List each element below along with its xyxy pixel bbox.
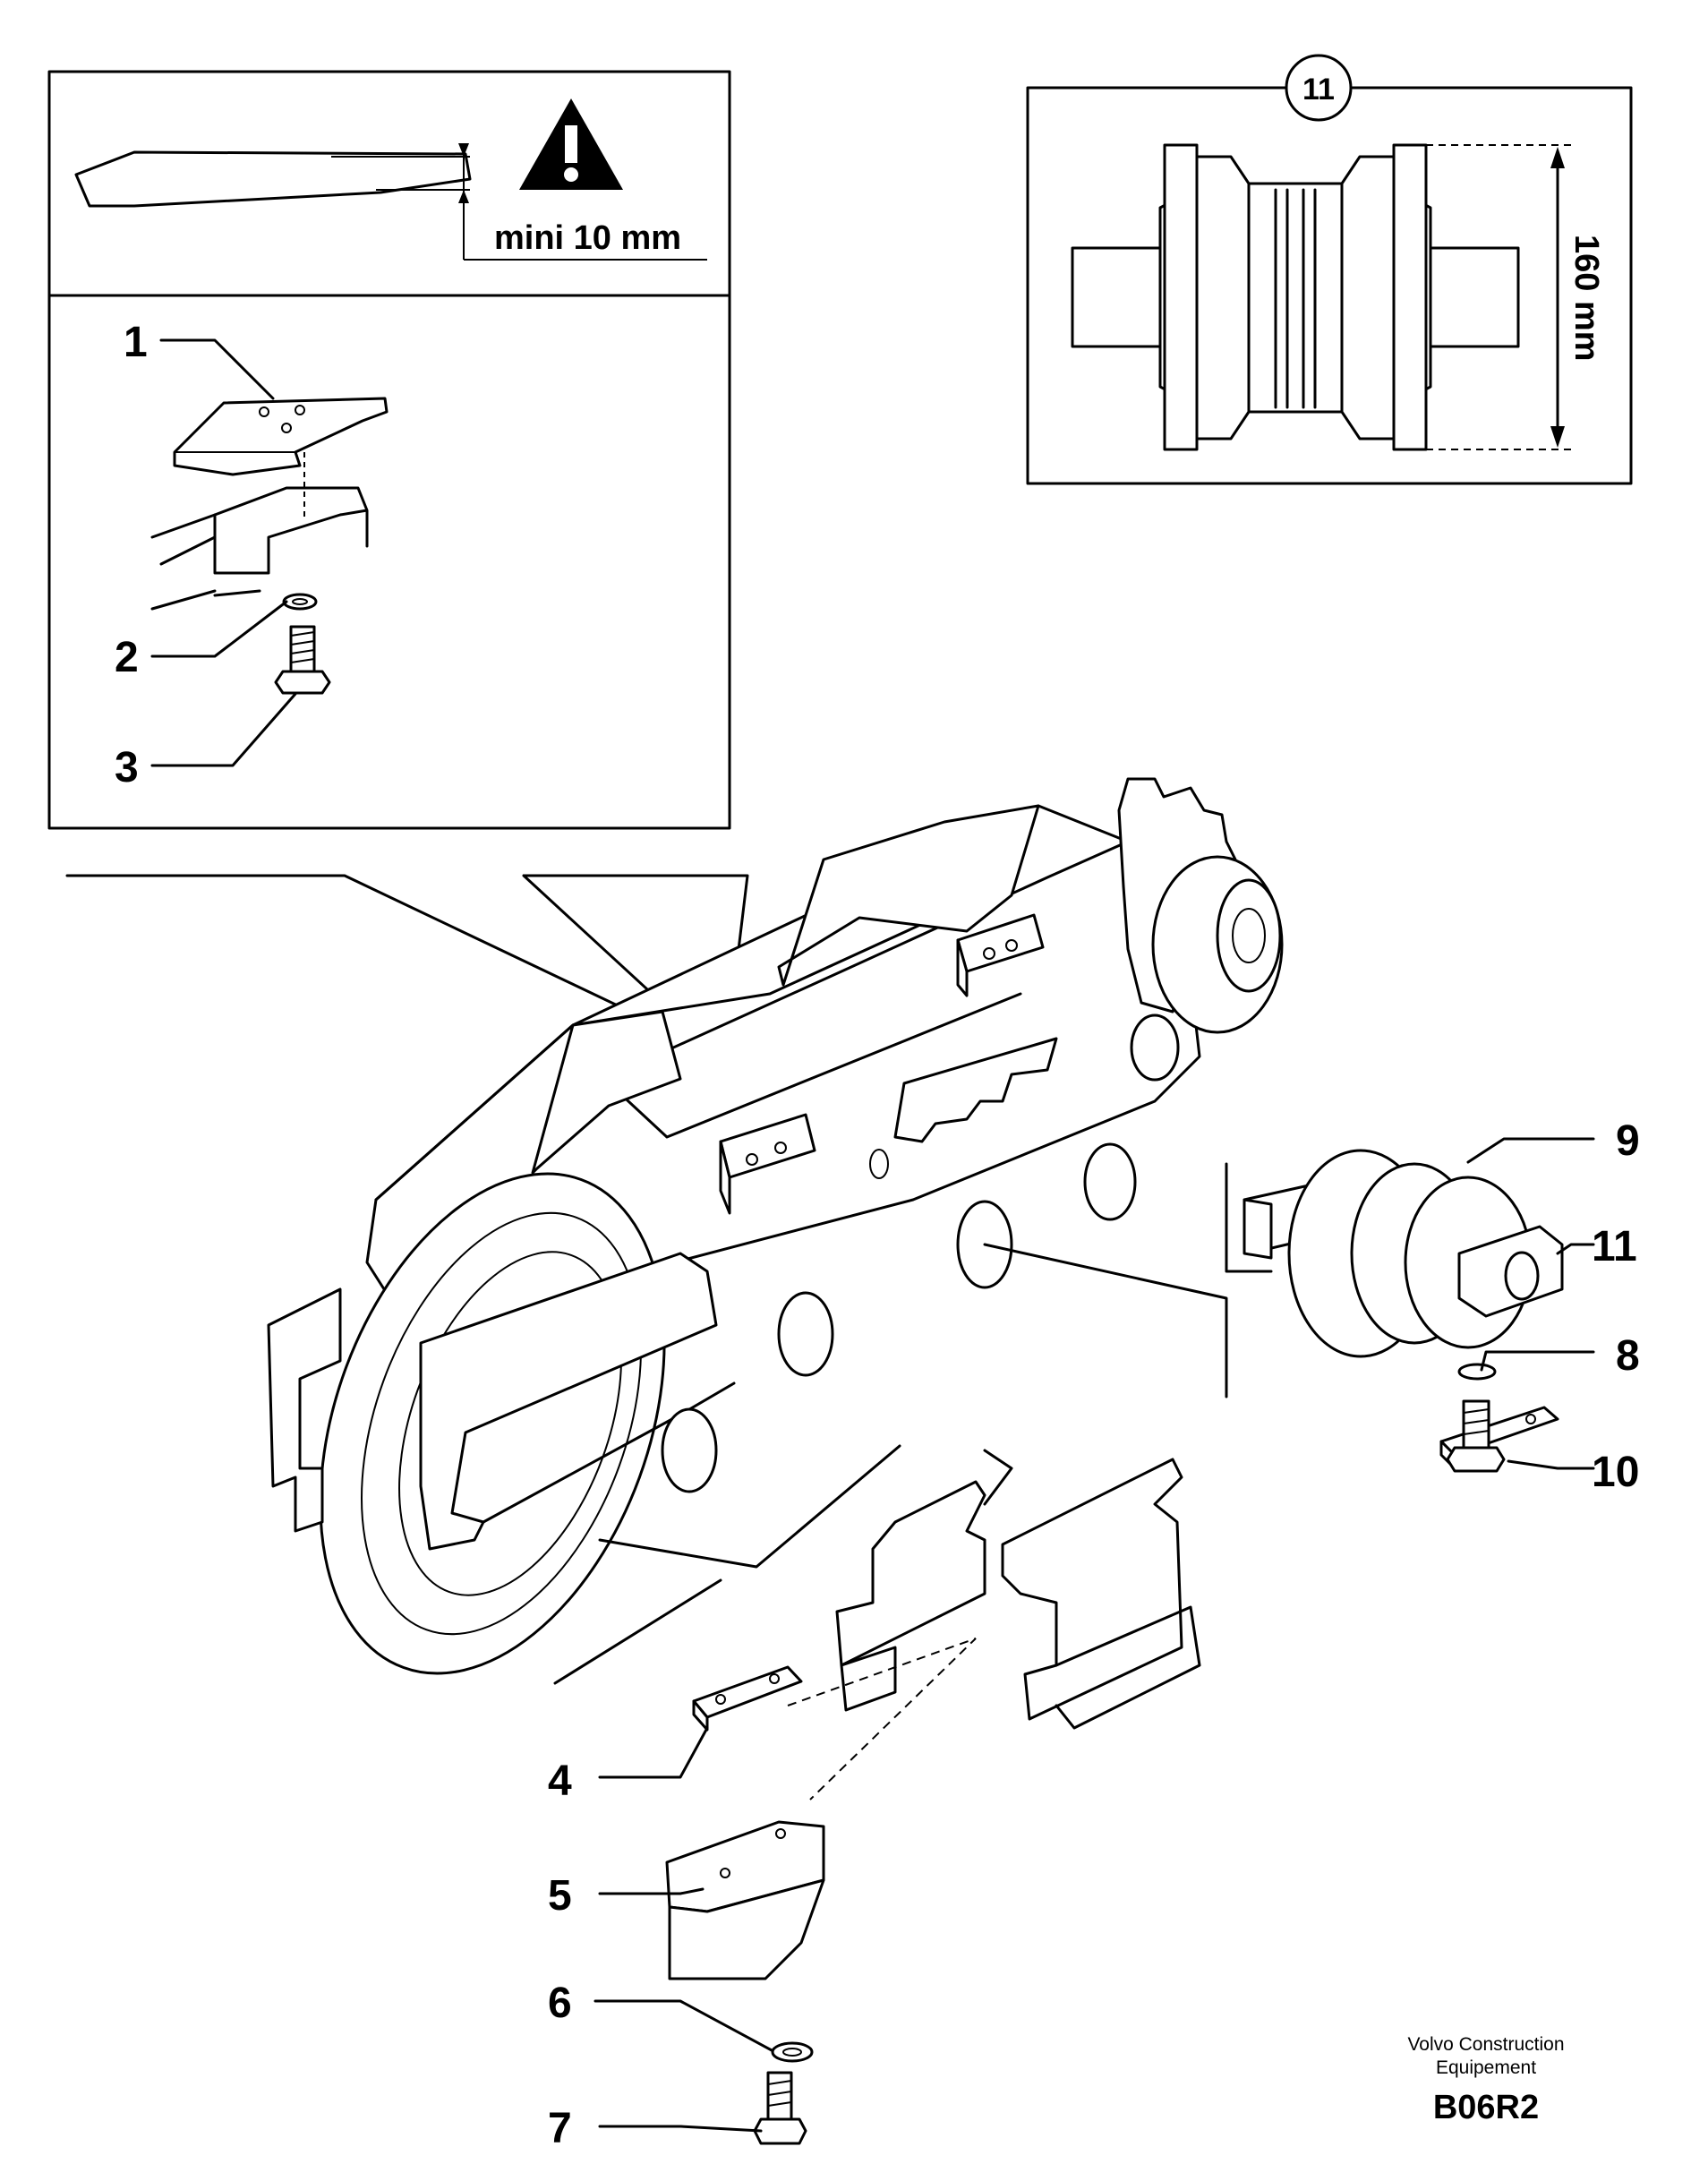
bottom-rollers xyxy=(661,1014,1180,1493)
track-roller-part xyxy=(1243,1149,1564,1358)
roller-bolt-part xyxy=(1446,1399,1506,1473)
leader-10 xyxy=(1507,1459,1595,1470)
warning-triangle-icon xyxy=(519,98,623,190)
lower-guard-group: 4 5 6 7 xyxy=(548,1449,1201,2152)
wear-inset-frame xyxy=(47,70,731,830)
callout-4: 4 xyxy=(548,1758,572,1805)
worn-slipper-profile xyxy=(74,150,472,208)
wear-limit-label: mini 10 mm xyxy=(494,219,681,257)
leader-6 xyxy=(594,1999,773,2052)
side-chain-guide xyxy=(893,1037,1058,1143)
right-roller-group: 9 11 8 10 xyxy=(1243,1117,1640,1496)
drive-sprocket xyxy=(1117,777,1284,1034)
leader-8 xyxy=(1480,1350,1595,1372)
drawing-code: B06R2 xyxy=(1433,2089,1539,2126)
credit-line-2: Equipement xyxy=(1436,2057,1536,2078)
leader-2 xyxy=(150,600,288,658)
footer: Volvo Construction Equipement B06R2 xyxy=(1407,2034,1564,2126)
callout-5: 5 xyxy=(548,1872,572,1920)
leader-9 xyxy=(1466,1137,1595,1164)
callout-1: 1 xyxy=(124,319,148,366)
track-roller-front-view xyxy=(1071,143,1520,451)
leader-4 xyxy=(598,1726,709,1779)
leader-5 xyxy=(598,1887,705,1895)
roller-dimension-label: 160 mm xyxy=(1567,235,1605,362)
leader-7 xyxy=(598,2125,763,2133)
guard-washer-part xyxy=(771,2041,814,2063)
idler-yoke xyxy=(267,1287,342,1533)
guard-rail-side xyxy=(1001,1458,1183,1721)
washer-part xyxy=(282,593,318,611)
callout-7: 7 xyxy=(548,2105,572,2152)
callout-8: 8 xyxy=(1616,1332,1640,1380)
callout-11: 11 xyxy=(1592,1223,1637,1270)
roller-inset: 11 160 mm xyxy=(1026,54,1633,485)
frame-slipper-bracket-front xyxy=(956,913,1045,997)
callout-10: 10 xyxy=(1592,1449,1639,1496)
guard-block-part xyxy=(665,1820,825,1980)
leader-11 xyxy=(1556,1243,1595,1255)
callout-3: 3 xyxy=(115,744,139,791)
roller-ref-circle xyxy=(1285,54,1353,122)
track-guide-rail xyxy=(419,1252,718,1551)
callout-2: 2 xyxy=(115,634,139,681)
leader-1 xyxy=(159,338,275,400)
roller-dimension: 160 mm xyxy=(1426,144,1605,450)
roller-washer-part xyxy=(1457,1363,1497,1381)
callout-9: 9 xyxy=(1616,1117,1640,1165)
slipper-plate-part xyxy=(173,397,389,476)
bolt-part xyxy=(274,625,331,695)
track-frame-assembly xyxy=(65,777,1284,1685)
guard-bolt-part xyxy=(753,2071,807,2145)
credit-line-1: Volvo Construction xyxy=(1407,2034,1564,2055)
guard-spacer-plate-part xyxy=(692,1665,803,1719)
wear-inset: mini 10 mm 1 2 3 xyxy=(47,70,731,830)
callout-6: 6 xyxy=(548,1980,572,2027)
leader-3 xyxy=(150,692,297,767)
frame-slipper-bracket-rear xyxy=(719,1113,816,1215)
guard-rail-upper xyxy=(835,1480,986,1667)
roller-ref-number: 11 xyxy=(1302,73,1335,107)
